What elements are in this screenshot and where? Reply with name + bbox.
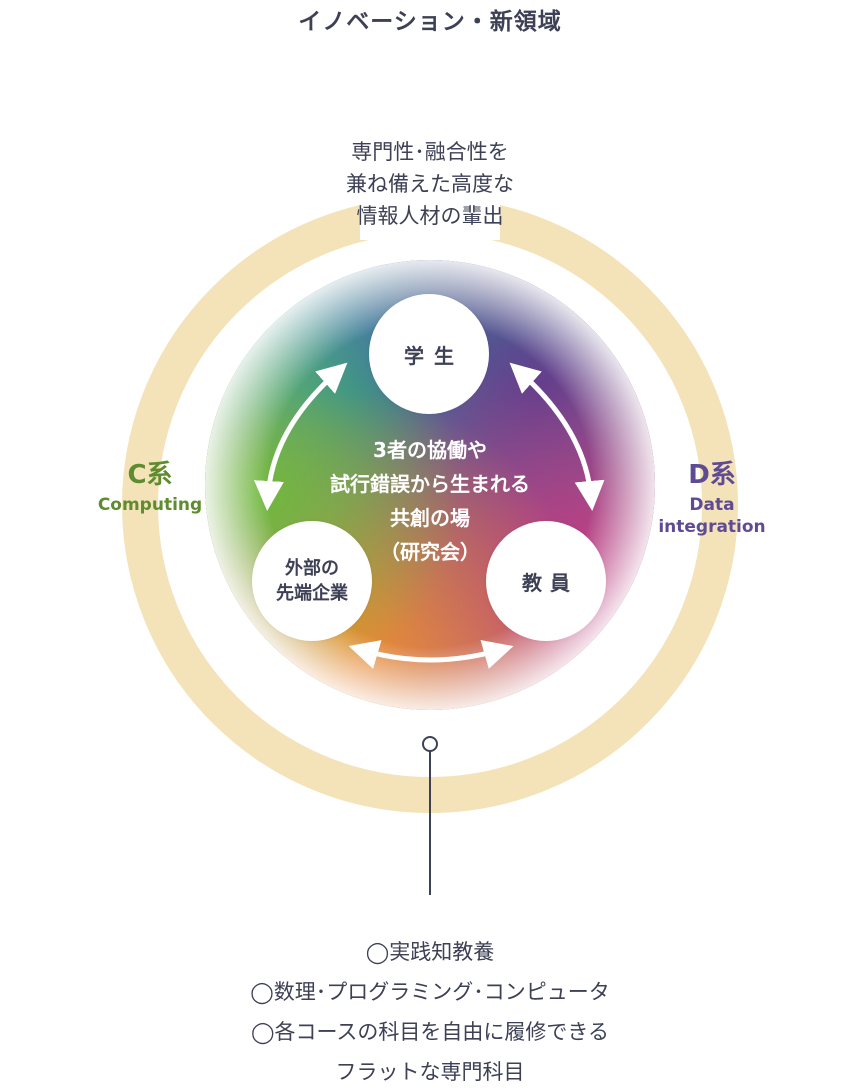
- connector-dot: [422, 736, 438, 752]
- c-domain-name: Computing: [97, 495, 203, 515]
- c-domain-label: C系 Computing: [80, 458, 220, 516]
- faculty-node: 教員: [486, 521, 606, 641]
- d-domain-label: D系 Data integration: [642, 458, 782, 538]
- arrow-company-faculty: [348, 639, 514, 669]
- arrow-student-faculty: [509, 362, 605, 511]
- d-domain-name-line2: integration: [658, 517, 766, 537]
- arrow-student-company: [253, 362, 348, 511]
- ring-gap-top: [360, 140, 500, 240]
- student-label: 学生: [404, 343, 464, 368]
- d-domain-letter: D系: [688, 460, 736, 490]
- curriculum-item: フラットな専門科目: [335, 1060, 525, 1084]
- outcome-line: 専門性･融合性を: [351, 140, 509, 164]
- d-domain-name-line1: Data: [689, 495, 735, 515]
- curriculum-item: ◯実践知教養: [365, 940, 495, 964]
- center-line: （研究会）: [380, 540, 480, 564]
- curriculum-item: ◯数理･プログラミング･コンピュータ: [250, 980, 610, 1004]
- center-line: 試行錯誤から生まれる: [330, 472, 530, 496]
- center-description: 3者の協働や 試行錯誤から生まれる 共創の場 （研究会）: [280, 433, 580, 569]
- outcome-line: 兼ね備えた高度な: [346, 172, 514, 196]
- curriculum-item: ◯各コースの科目を自由に履修できる: [250, 1020, 610, 1044]
- outcome-line: 情報人材の輩出: [356, 204, 504, 228]
- company-label-line1: 外部の: [285, 558, 339, 579]
- curriculum-list: ◯実践知教養 ◯数理･プログラミング･コンピュータ ◯各コースの科目を自由に履修…: [180, 932, 680, 1092]
- center-line: 3者の協働や: [373, 438, 487, 462]
- company-label-line2: 先端企業: [276, 583, 348, 604]
- company-node: 外部の 先端企業: [252, 521, 372, 641]
- center-line: 共創の場: [390, 506, 470, 530]
- c-domain-letter: C系: [127, 460, 173, 490]
- page-title: イノベーション・新領域: [298, 9, 562, 35]
- outcome-text: 専門性･融合性を 兼ね備えた高度な 情報人材の輩出: [230, 136, 630, 232]
- student-node: 学生: [369, 294, 489, 414]
- faculty-label: 教員: [522, 570, 578, 595]
